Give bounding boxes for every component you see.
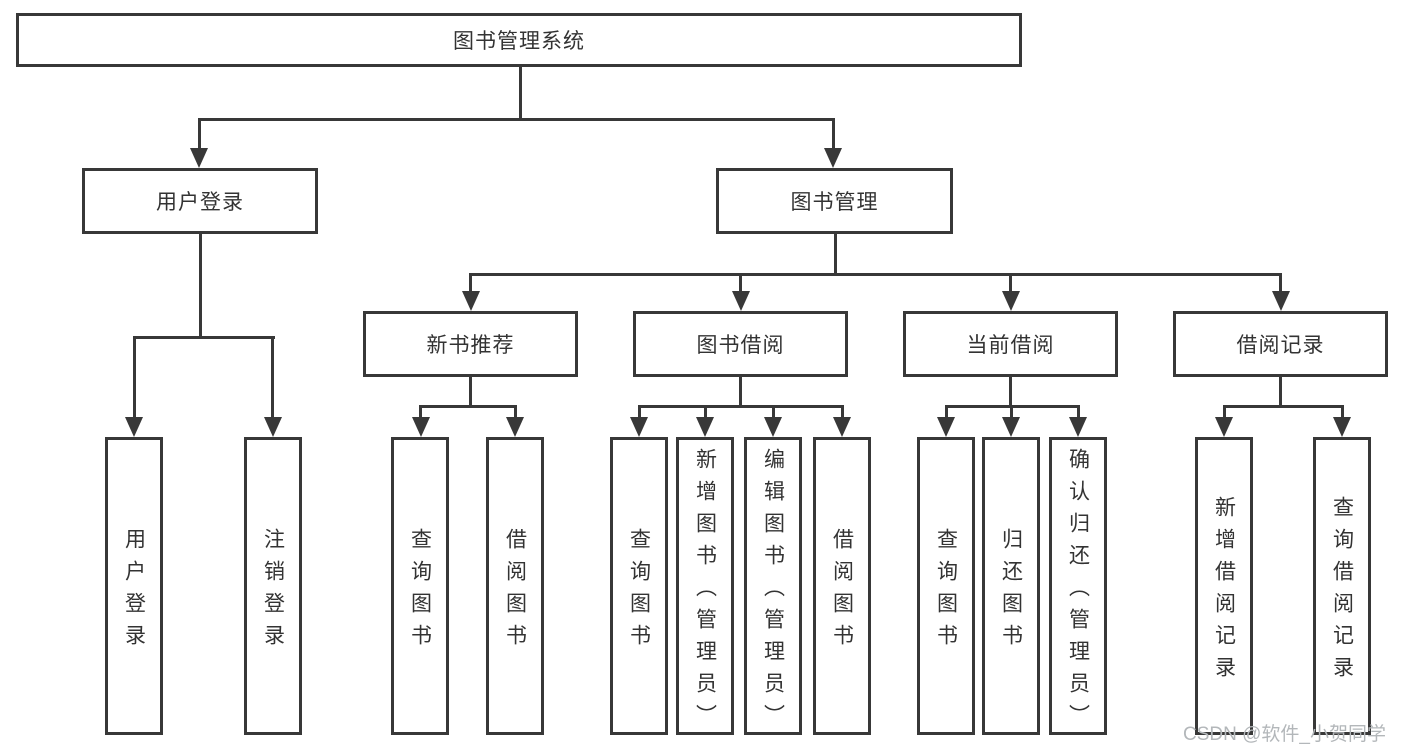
arrowhead-leaf-logout [263, 417, 282, 437]
arrowhead-rec-borrow [506, 417, 524, 437]
node-book-borrow-label: 图书借阅 [696, 334, 785, 357]
node-user-login-label: 用户登录 [156, 191, 244, 214]
leaf-cb-query-books-label: 查询图书 [934, 527, 958, 656]
connector-drop-user-login [197, 118, 201, 152]
node-borrow-records-label: 借阅记录 [1236, 334, 1325, 357]
connector-drop-bb-edit [771, 405, 775, 421]
connector-drop-rec-query [419, 405, 422, 421]
arrowhead-current-borrow [1001, 291, 1020, 311]
connector-drop-br-query [1340, 405, 1344, 421]
connector-rec-stem [469, 375, 472, 408]
leaf-br-query-record: 查询借阅记录 [1313, 437, 1371, 735]
connector-br-stem [1279, 375, 1282, 408]
leaf-logout: 注销登录 [244, 437, 302, 735]
leaf-br-add-record-label: 新增借阅记录 [1212, 495, 1236, 688]
node-new-book-rec-label: 新书推荐 [426, 334, 515, 357]
connector-bb-stem [739, 375, 742, 408]
connector-cb-stem [1009, 375, 1012, 408]
leaf-bb-query-books-label: 查询图书 [627, 527, 651, 656]
node-current-borrow-label: 当前借阅 [966, 334, 1055, 357]
node-new-book-rec: 新书推荐 [363, 311, 578, 377]
arrowhead-bb-add [696, 417, 714, 437]
connector-rec-branch [419, 405, 517, 408]
leaf-bb-edit-books: 编辑图书（管理员） [744, 437, 802, 736]
csdn-watermark: CSDN @软件_小贺同学 [1183, 724, 1386, 745]
node-book-mgmt-label: 图书管理 [790, 191, 879, 214]
connector-drop-leaf-login [132, 336, 136, 421]
node-book-mgmt: 图书管理 [716, 168, 953, 234]
connector-drop-cb-confirm [1076, 405, 1080, 421]
leaf-cb-confirm-return: 确认归还（管理员） [1049, 437, 1107, 736]
leaf-cb-return-books-label: 归还图书 [999, 527, 1023, 656]
connector-drop-current-borrow [1009, 273, 1012, 295]
leaf-bb-query-books: 查询图书 [610, 437, 668, 735]
connector-drop-rec-borrow [513, 405, 517, 421]
arrowhead-br-query [1333, 417, 1351, 437]
node-book-borrow: 图书借阅 [633, 311, 848, 377]
leaf-rec-borrow-books: 借阅图书 [486, 437, 544, 735]
connector-drop-borrow-records [1279, 273, 1282, 295]
connector-login-stem [198, 232, 202, 338]
arrowhead-bb-borrow [833, 417, 851, 437]
arrowhead-user-login [190, 148, 208, 168]
arrowhead-cb-query [937, 417, 955, 437]
leaf-user-login-label: 用户登录 [122, 527, 146, 656]
connector-drop-br-add [1222, 405, 1226, 421]
leaf-bb-borrow-books: 借阅图书 [813, 437, 871, 735]
connector-drop-new-book-rec [469, 273, 472, 295]
leaf-rec-query-books: 查询图书 [391, 437, 449, 735]
node-user-login: 用户登录 [82, 168, 318, 234]
node-borrow-records: 借阅记录 [1173, 311, 1388, 377]
node-library-system-label: 图书管理系统 [453, 30, 585, 53]
arrowhead-borrow-records [1271, 291, 1290, 311]
arrowhead-bb-edit [764, 417, 782, 437]
arrowhead-rec-query [411, 417, 430, 437]
connector-drop-book-mgmt [831, 118, 835, 152]
leaf-cb-return-books: 归还图书 [982, 437, 1040, 735]
arrowhead-book-mgmt [824, 148, 842, 168]
arrowhead-br-add [1215, 417, 1233, 437]
leaf-bb-edit-books-label: 编辑图书（管理员） [761, 447, 785, 736]
connector-mgmt-branch [469, 273, 1282, 276]
leaf-user-login: 用户登录 [105, 437, 163, 735]
connector-drop-cb-query [944, 405, 948, 421]
leaf-cb-confirm-return-label: 确认归还（管理员） [1066, 447, 1090, 736]
connector-drop-leaf-logout [271, 336, 274, 421]
arrowhead-leaf-login [125, 417, 143, 437]
node-current-borrow: 当前借阅 [903, 311, 1118, 377]
arrowhead-cb-return [1002, 417, 1020, 437]
connector-drop-book-borrow [739, 273, 742, 295]
arrowhead-bb-query [630, 417, 648, 437]
connector-drop-bb-query [637, 405, 641, 421]
arrowhead-cb-confirm [1069, 417, 1087, 437]
leaf-br-add-record: 新增借阅记录 [1195, 437, 1253, 735]
leaf-br-query-record-label: 查询借阅记录 [1330, 495, 1354, 688]
connector-drop-bb-add [703, 405, 707, 421]
connector-bb-branch [637, 405, 844, 408]
connector-drop-cb-return [1009, 405, 1013, 421]
leaf-rec-query-books-label: 查询图书 [408, 527, 432, 656]
connector-br-branch [1222, 405, 1344, 408]
leaf-logout-label: 注销登录 [261, 527, 285, 656]
leaf-bb-add-books: 新增图书（管理员） [676, 437, 734, 736]
arrowhead-new-book-rec [461, 291, 480, 311]
node-library-system: 图书管理系统 [16, 13, 1022, 67]
connector-drop-bb-borrow [840, 405, 844, 421]
connector-login-branch [132, 336, 275, 339]
leaf-bb-add-books-label: 新增图书（管理员） [693, 447, 717, 736]
leaf-rec-borrow-books-label: 借阅图书 [503, 527, 527, 656]
arrowhead-book-borrow [731, 291, 750, 311]
connector-root-stem [518, 65, 522, 121]
leaf-bb-borrow-books-label: 借阅图书 [830, 527, 854, 656]
connector-mgmt-stem [833, 232, 837, 276]
leaf-cb-query-books: 查询图书 [917, 437, 975, 735]
connector-root-branch [197, 118, 835, 121]
